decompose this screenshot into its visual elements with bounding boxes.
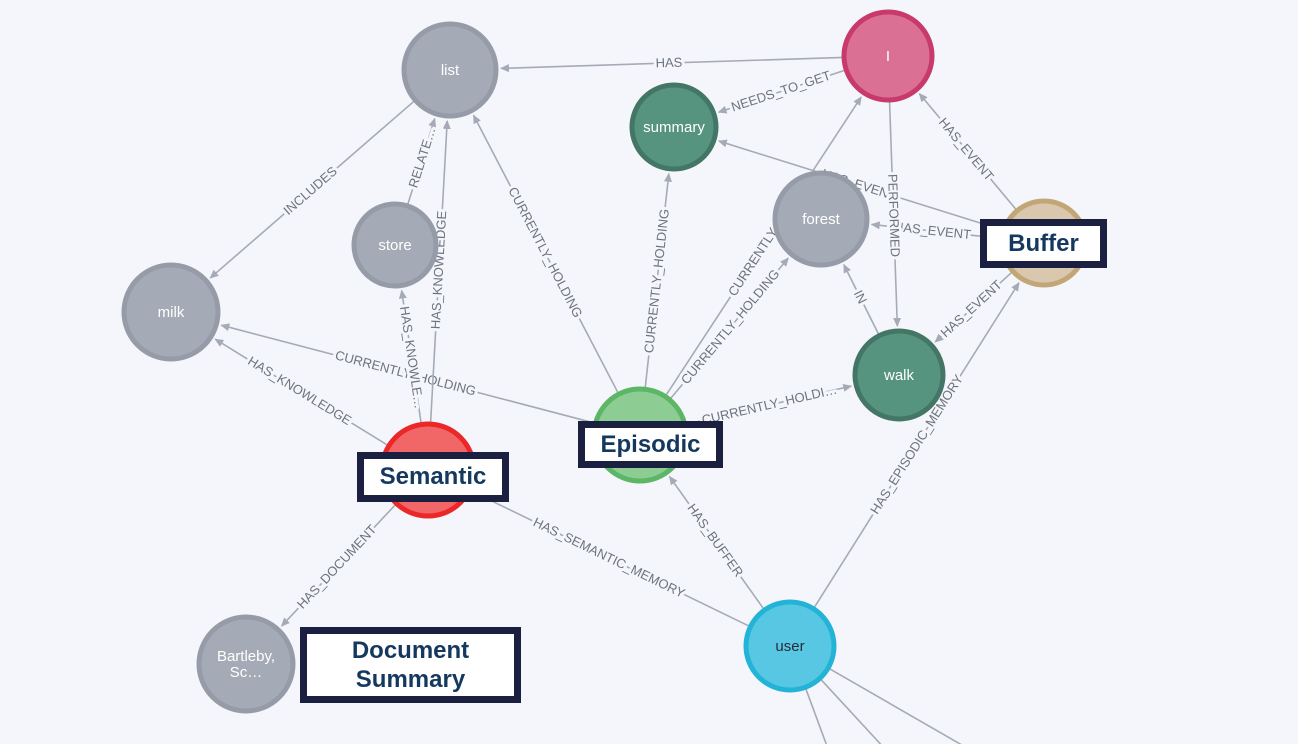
edge-label-i-summary[interactable]: NEEDS_TO_GET [726,65,835,118]
edge-i-summary[interactable]: NEEDS_TO_GET [717,65,846,118]
edge-user-semantic-node[interactable]: HAS_SEMANTIC_MEMORY [472,491,750,628]
node-store[interactable]: store [351,201,439,289]
node-bartleby[interactable]: Bartleby,Sc… [196,614,296,714]
edge-label-semantic-node-milk[interactable]: HAS_KNOWLEDGE [242,350,357,431]
annotation-episodic: Episodic [578,421,723,468]
edge-semantic-node-store[interactable]: HAS_KNOWLE… [394,289,430,424]
edge-store-list[interactable]: RELATE… [402,117,442,206]
edge-label-user-episodic-node[interactable]: HAS_BUFFER [681,498,749,583]
node-walk[interactable]: walk [852,328,946,422]
edge-label-semantic-node-bartleby[interactable]: HAS_DOCUMENT [291,519,383,615]
edge-buffer-node-i[interactable]: HAS_EVENT [918,92,1018,211]
node-list[interactable]: list [401,21,499,119]
edge-label-store-list[interactable]: RELATE… [402,122,441,192]
edge-label-i-list[interactable]: HAS [652,52,686,74]
edge-label-i-walk[interactable]: PERFORMED [882,171,906,261]
edge-label-buffer-node-i[interactable]: HAS_EVENT [933,112,1000,187]
annotation-buffer: Buffer [980,219,1107,268]
node-milk[interactable]: milk [121,262,221,362]
edge-episodic-node-summary[interactable]: CURRENTLY_HOLDING [638,172,675,389]
edge-user-offscreen-2[interactable] [819,678,942,744]
edge-label-walk-forest[interactable]: IN [848,285,873,309]
edge-label-buffer-node-walk[interactable]: HAS_EVENT [935,274,1008,343]
edge-i-list[interactable]: HAS [499,52,844,74]
edge-buffer-node-walk[interactable]: HAS_EVENT [934,271,1013,343]
node-summary[interactable]: summary [629,82,719,172]
edge-label-semantic-node-store[interactable]: HAS_KNOWLE… [394,302,430,412]
node-forest[interactable]: forest [772,170,870,268]
annotation-document-summary: Document Summary [300,627,521,703]
edge-walk-forest[interactable]: IN [843,263,880,336]
edge-episodic-node-forest[interactable]: CURRENTLY_HOLDING [669,257,789,400]
edge-label-list-milk[interactable]: INCLUDES [277,160,343,221]
node-i[interactable]: I [841,9,935,103]
edge-label-buffer-node-forest[interactable]: HAS_EVENT [890,216,975,245]
edge-episodic-node-list[interactable]: CURRENTLY_HOLDING [472,114,620,394]
edge-i-walk[interactable]: PERFORMED [882,100,906,328]
edge-user-buffer-node[interactable]: HAS_EPISODIC_MEMORY [813,281,1020,609]
node-user[interactable]: user [743,599,837,693]
edge-label-user-semantic-node[interactable]: HAS_SEMANTIC_MEMORY [528,511,691,603]
annotation-semantic: Semantic [357,452,509,502]
edge-semantic-node-bartleby[interactable]: HAS_DOCUMENT [280,503,397,627]
edge-label-episodic-node-list[interactable]: CURRENTLY_HOLDING [502,182,588,324]
edge-user-offscreen-1[interactable] [804,687,856,744]
edge-user-offscreen-3[interactable] [828,667,1035,744]
edge-label-episodic-node-summary[interactable]: CURRENTLY_HOLDING [638,205,675,357]
